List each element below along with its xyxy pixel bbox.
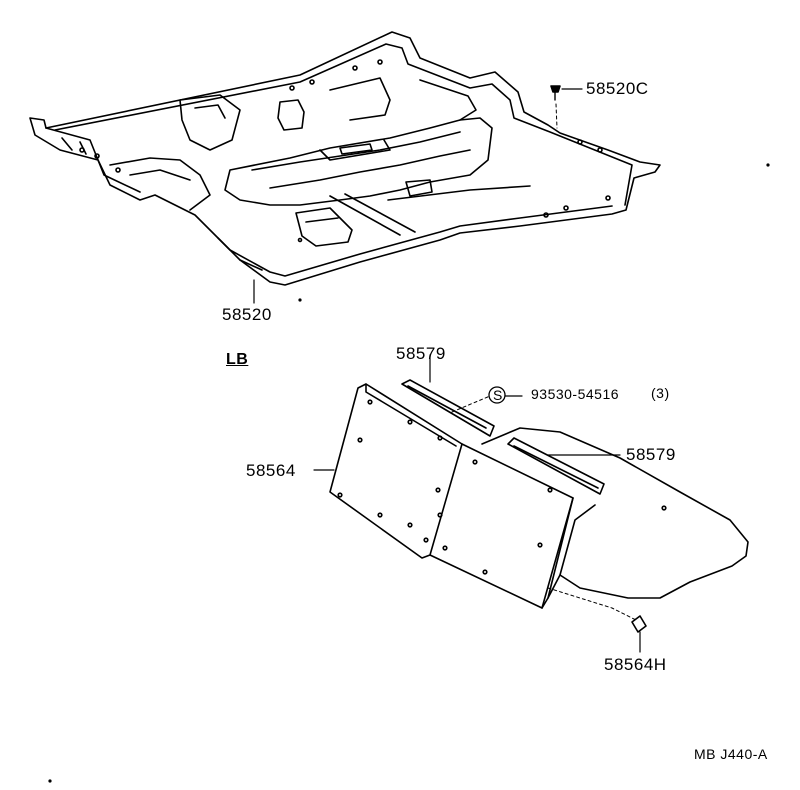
part-label-screw-qty: (3) <box>651 385 670 401</box>
floor-carpet-illustration <box>29 31 661 304</box>
part-label-58520: 58520 <box>222 305 272 324</box>
part-label-screw: 93530-54516 <box>531 386 620 402</box>
screw-symbol: S <box>493 387 503 403</box>
drawing-code: MB J440-A <box>694 746 768 762</box>
part-label-58564h: 58564H <box>604 655 667 674</box>
screw-symbol-circle <box>488 386 506 404</box>
part-label-58579-upper: 58579 <box>396 344 446 363</box>
variant-label: LB <box>226 351 249 368</box>
rear-mat-illustration <box>313 354 749 653</box>
part-label-58520c: 58520C <box>586 79 649 98</box>
part-label-58564: 58564 <box>246 461 296 480</box>
part-label-58579-lower: 58579 <box>626 445 676 464</box>
